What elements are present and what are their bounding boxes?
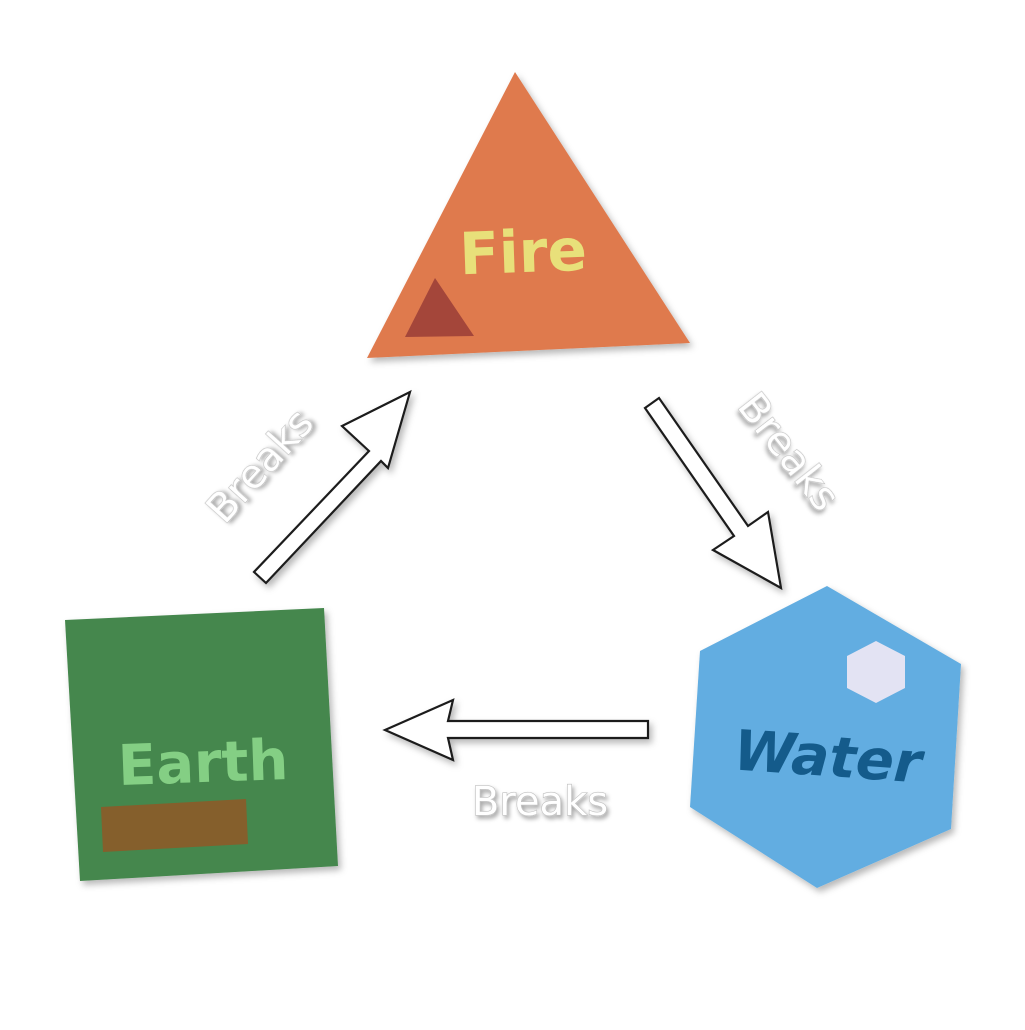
arrow-fire-to-water — [643, 396, 783, 591]
earth-node: Earth — [65, 608, 338, 881]
earth-accent-bar — [101, 799, 248, 852]
arrow-earth-to-fire — [252, 389, 412, 585]
relation-label-water-earth: Breaks — [472, 779, 608, 825]
earth-label: Earth — [117, 728, 289, 799]
water-node: Water — [690, 586, 961, 888]
relation-label-fire-water: Breaks — [728, 384, 848, 520]
relation-label-earth-fire: Breaks — [198, 400, 323, 532]
water-label: Water — [732, 719, 928, 797]
fire-triangle — [367, 72, 690, 358]
fire-accent-triangle — [405, 278, 474, 337]
arrow-water-to-earth — [382, 698, 650, 762]
fire-label: Fire — [458, 216, 588, 288]
water-accent-hexagon — [847, 641, 905, 703]
fire-node: Fire — [367, 72, 690, 358]
